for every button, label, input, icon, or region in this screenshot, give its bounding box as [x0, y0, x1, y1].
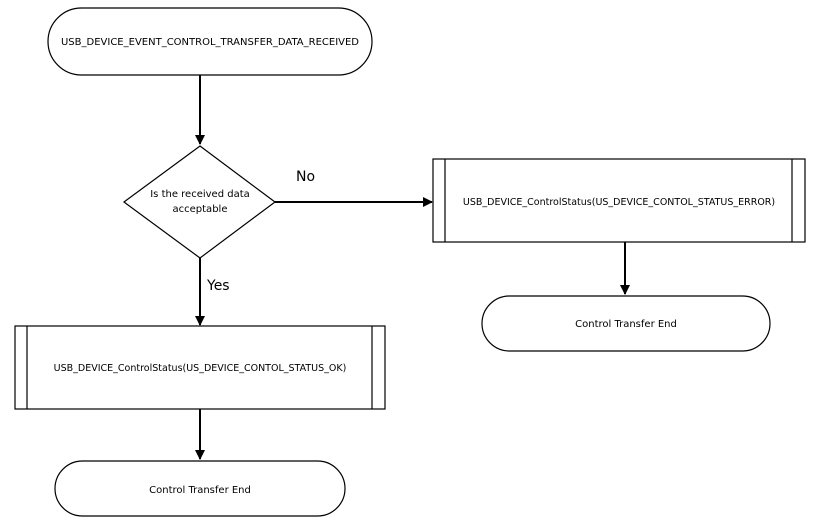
process-error-label: USB_DEVICE_ControlStatus(US_DEVICE_CONTO…	[463, 197, 775, 208]
end-left-label: Control Transfer End	[149, 485, 251, 496]
end-right-label: Control Transfer End	[575, 319, 677, 330]
process-ok-box: USB_DEVICE_ControlStatus(US_DEVICE_CONTO…	[14, 325, 386, 410]
start-terminator: USB_DEVICE_EVENT_CONTROL_TRANSFER_DATA_R…	[47, 7, 373, 76]
branch-yes-label: Yes	[206, 278, 230, 294]
process-error-box: USB_DEVICE_ControlStatus(US_DEVICE_CONTO…	[432, 158, 806, 243]
start-terminator-label: USB_DEVICE_EVENT_CONTROL_TRANSFER_DATA_R…	[61, 37, 359, 48]
process-ok-label: USB_DEVICE_ControlStatus(US_DEVICE_CONTO…	[54, 363, 347, 374]
decision-label-line2: acceptable	[173, 204, 228, 215]
decision-label-line1: Is the received data	[150, 189, 250, 200]
end-terminator-left: Control Transfer End	[54, 460, 346, 517]
branch-no-label: No	[296, 169, 315, 185]
decision-diamond: Is the received data acceptable	[122, 145, 277, 259]
end-terminator-right: Control Transfer End	[481, 295, 771, 352]
